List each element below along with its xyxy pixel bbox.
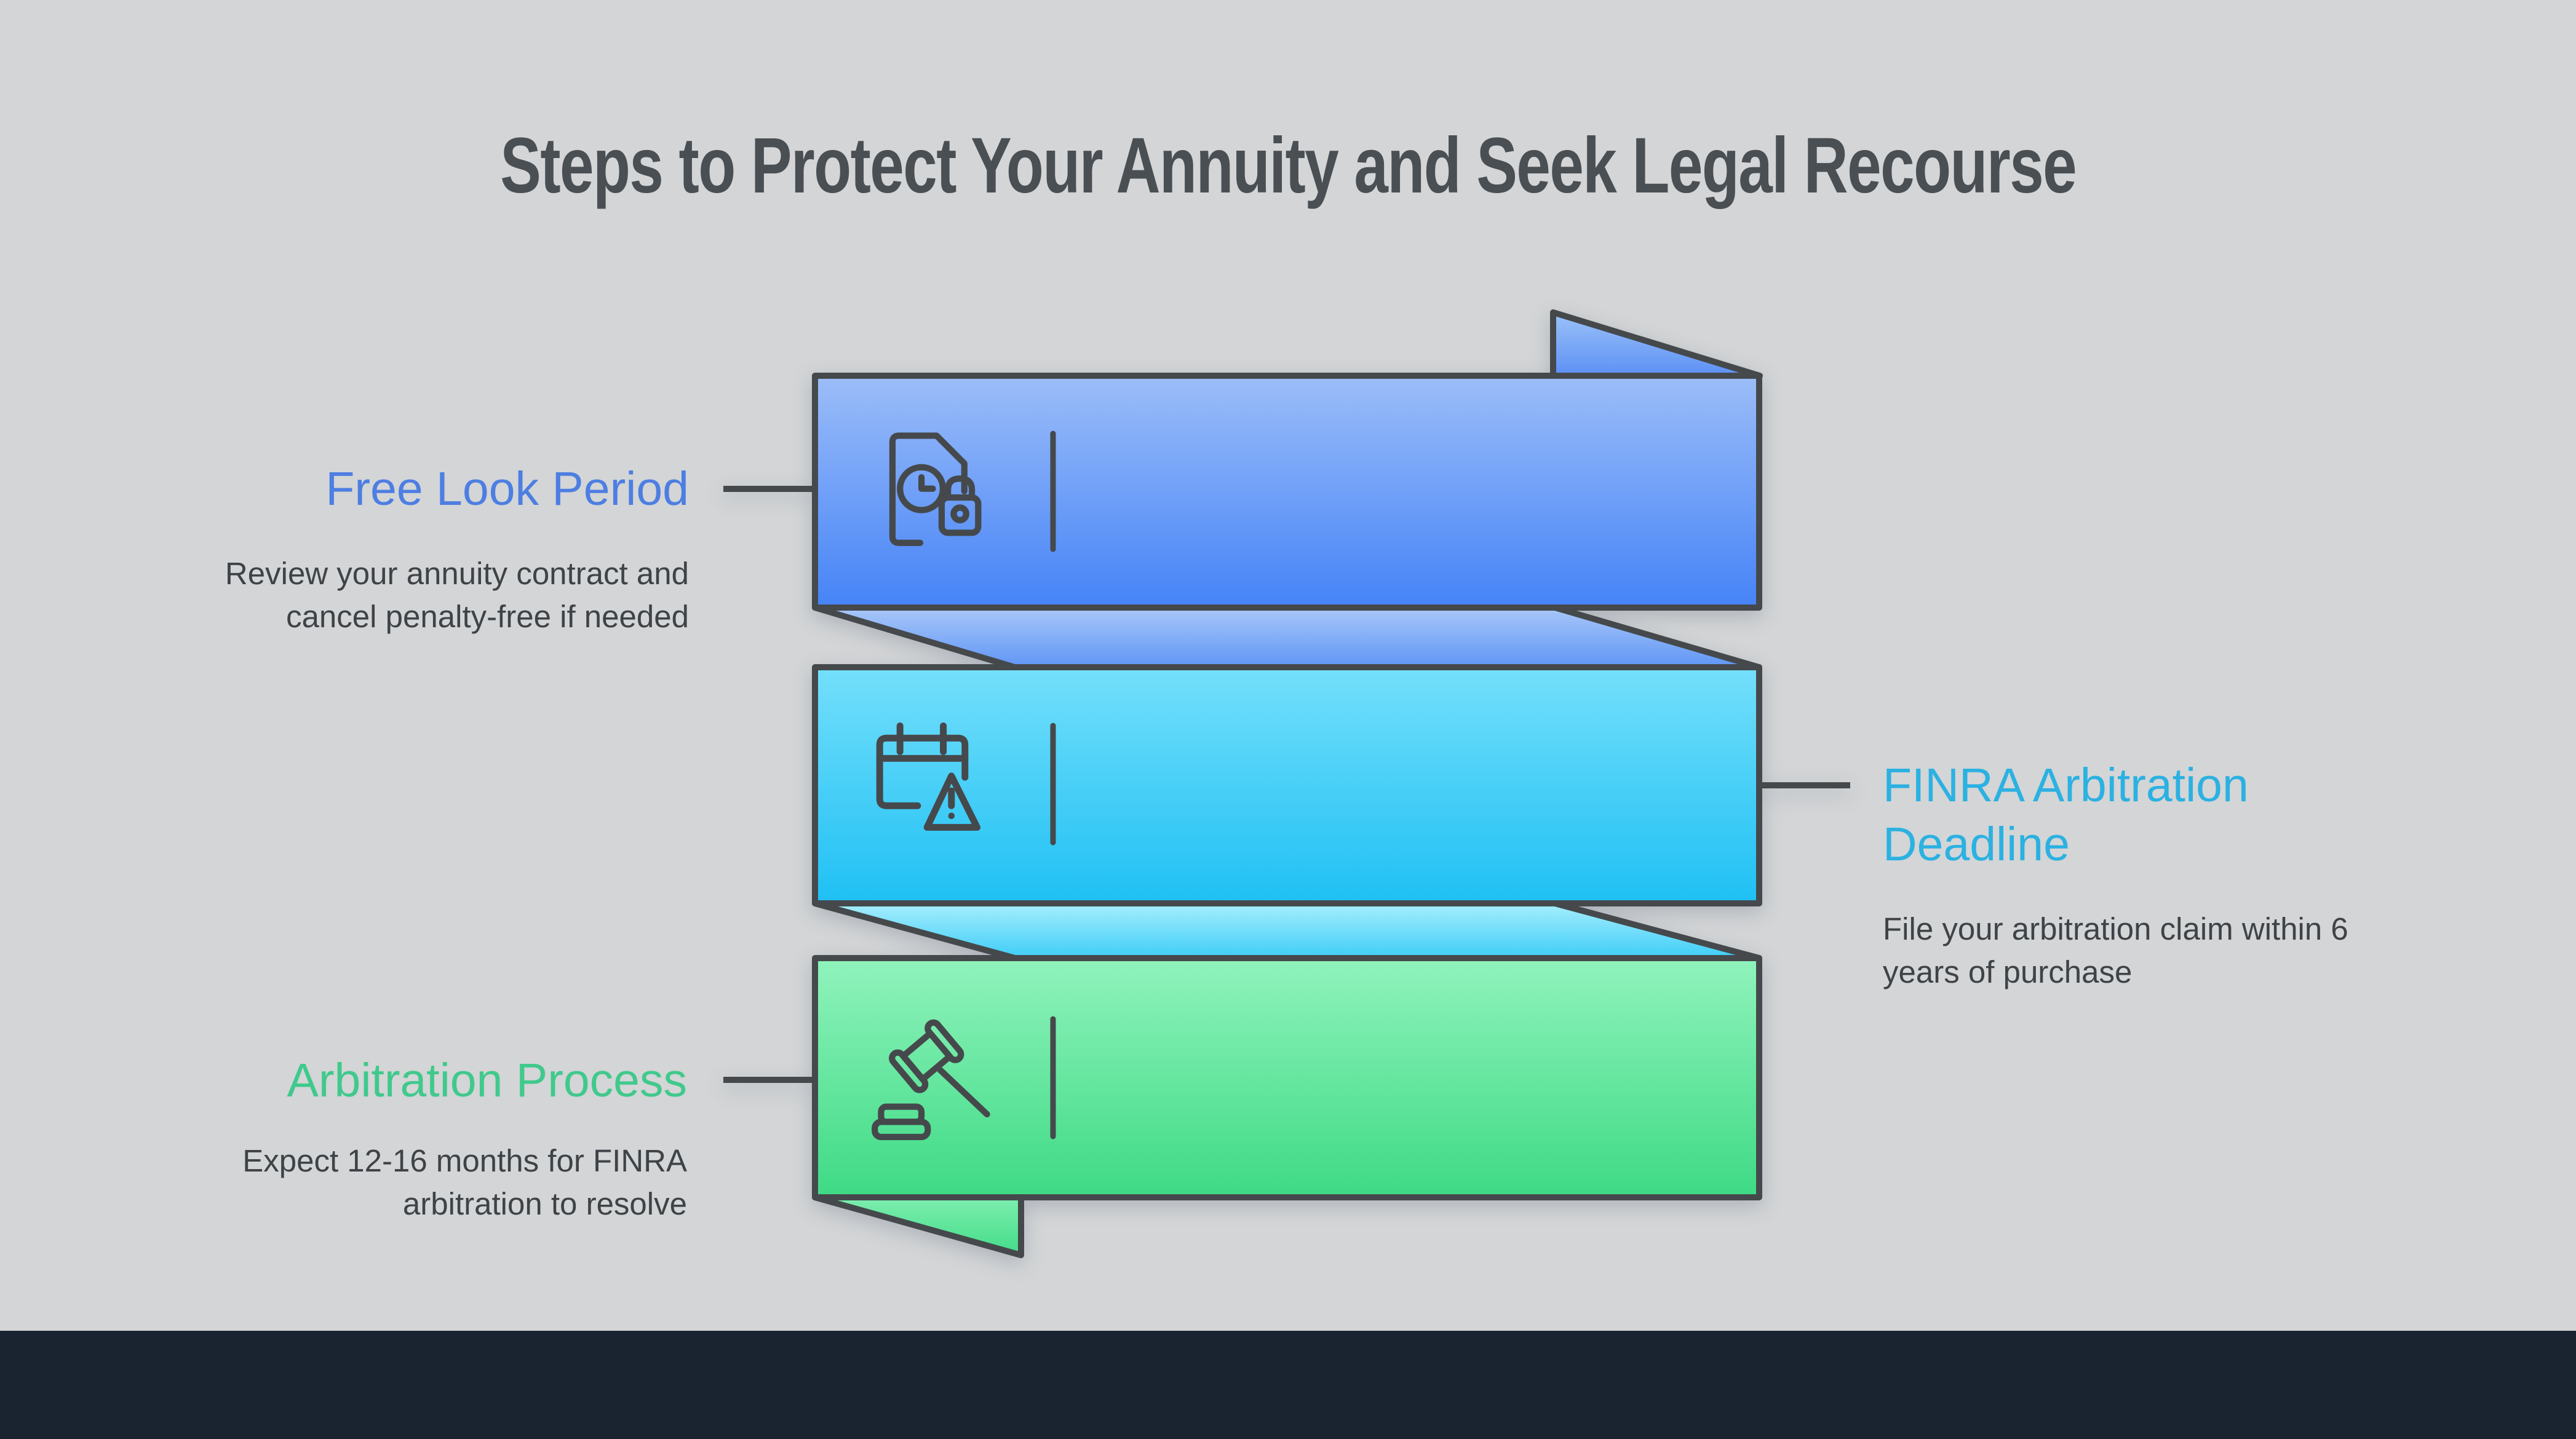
step-2-description: File your arbitration claim within 6 yea…	[1883, 908, 2348, 994]
ribbon-fold-2-3	[812, 900, 1762, 961]
step-2-label-line-2: Deadline	[1883, 818, 2070, 871]
ribbon-bottom-tail	[812, 1194, 1024, 1258]
step-1-description-line-1: Review your annuity contract and	[225, 556, 689, 591]
step-2-label: FINRA Arbitration Deadline	[1883, 756, 2249, 874]
banner-finra-arbitration-deadline	[812, 664, 1762, 906]
banner-arbitration-process	[812, 955, 1762, 1200]
step-3-description-line-1: Expect 12-16 months for FINRA	[242, 1143, 687, 1178]
ribbon-fold-1-2	[812, 605, 1762, 670]
step-3-label-line: Arbitration Process	[287, 1054, 687, 1107]
banner-free-look-period	[812, 373, 1762, 611]
step-1-label: Free Look Period	[325, 459, 689, 518]
document-clock-lock-icon	[889, 432, 982, 546]
step-2-description-line-1: File your arbitration claim within 6	[1883, 911, 2348, 946]
step-2-label-line-1: FINRA Arbitration	[1883, 759, 2249, 812]
page-title: Steps to Protect Your Annuity and Seek L…	[0, 121, 2576, 211]
step-3-description: Expect 12-16 months for FINRA arbitratio…	[242, 1140, 687, 1226]
step-1-label-line: Free Look Period	[325, 462, 689, 515]
step-3-label: Arbitration Process	[287, 1051, 687, 1110]
footer-bar	[0, 1331, 2576, 1439]
step-2-description-line-2: years of purchase	[1883, 954, 2133, 989]
step-1-description-line-2: cancel penalty-free if needed	[286, 599, 689, 634]
gavel-icon	[872, 1019, 990, 1140]
calendar-warning-icon	[876, 722, 981, 831]
step-1-description: Review your annuity contract and cancel …	[225, 552, 689, 638]
step-3-description-line-2: arbitration to resolve	[402, 1186, 687, 1221]
page-title-text: Steps to Protect Your Annuity and Seek L…	[500, 122, 2077, 210]
ribbon-top-flap	[1550, 309, 1763, 379]
